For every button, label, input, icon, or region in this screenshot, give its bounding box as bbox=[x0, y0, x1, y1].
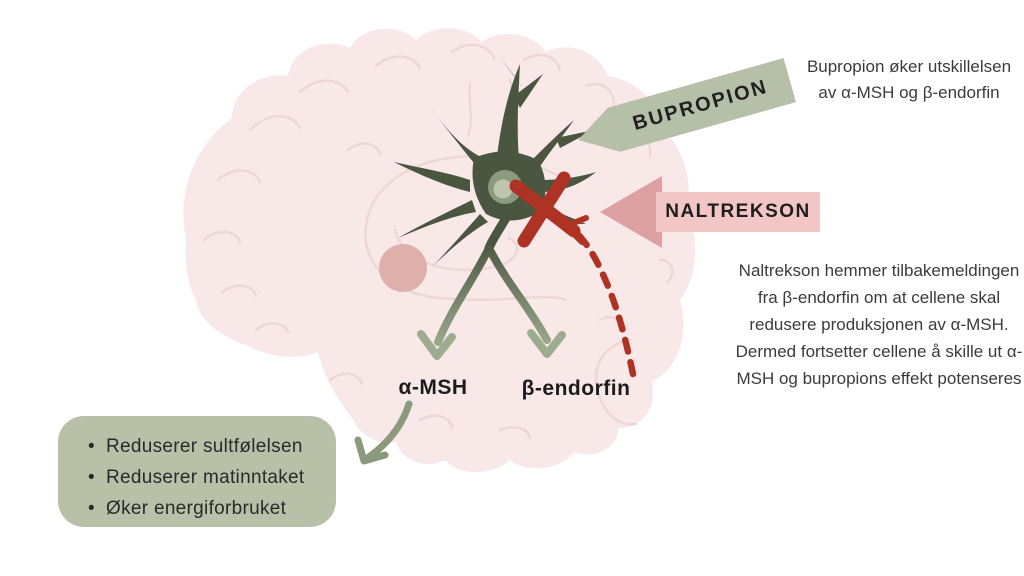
neuron-illustration bbox=[394, 56, 596, 266]
feedback-dashed-arrow-icon bbox=[563, 215, 637, 378]
bullet-icon: • bbox=[88, 467, 95, 488]
effect-arrow-icon bbox=[354, 400, 413, 465]
naltrekson-banner-body: NALTREKSON bbox=[656, 192, 820, 232]
alpha-msh-label: α-MSH bbox=[398, 376, 468, 399]
effect-item-label: Øker energiforbruket bbox=[106, 498, 287, 519]
effect-item-label: Reduserer sultfølelsen bbox=[106, 436, 303, 457]
bullet-icon: • bbox=[88, 498, 95, 519]
effect-item: • Reduserer matinntaket bbox=[88, 462, 326, 493]
axon-arrow-icons bbox=[417, 244, 566, 360]
naltrekson-note: Naltrekson hemmer tilbakemeldingen fra β… bbox=[735, 261, 1023, 388]
naltrekson-banner-label: NALTREKSON bbox=[665, 201, 811, 222]
naltrekson-banner-arrowhead-icon bbox=[600, 176, 662, 248]
neuron-nucleus-inner bbox=[493, 179, 513, 199]
brain-gyri-lines bbox=[202, 43, 674, 440]
arrowhead-beta-icon bbox=[527, 329, 566, 358]
effect-item-label: Reduserer matinntaket bbox=[106, 467, 305, 488]
beta-endorfin-label: β-endorfin bbox=[521, 377, 631, 400]
inhibition-x-icon bbox=[509, 171, 581, 248]
bullet-icon: • bbox=[88, 436, 95, 457]
axon-arrow-alpha bbox=[434, 244, 493, 346]
naltrekson-banner: NALTREKSON bbox=[600, 176, 820, 248]
brain-illustration bbox=[183, 28, 696, 473]
bupropion-note: Bupropion øker utskillelsen av α-MSH og … bbox=[806, 57, 1012, 102]
hypothalamus-spot bbox=[379, 244, 427, 292]
effect-item: • Reduserer sultfølelsen bbox=[88, 431, 326, 462]
effect-item: • Øker energiforbruket bbox=[88, 493, 326, 524]
axon-arrow-beta bbox=[485, 244, 551, 344]
arrowhead-alpha-icon bbox=[417, 330, 456, 360]
effects-box: • Reduserer sultfølelsen • Reduserer mat… bbox=[58, 416, 336, 527]
